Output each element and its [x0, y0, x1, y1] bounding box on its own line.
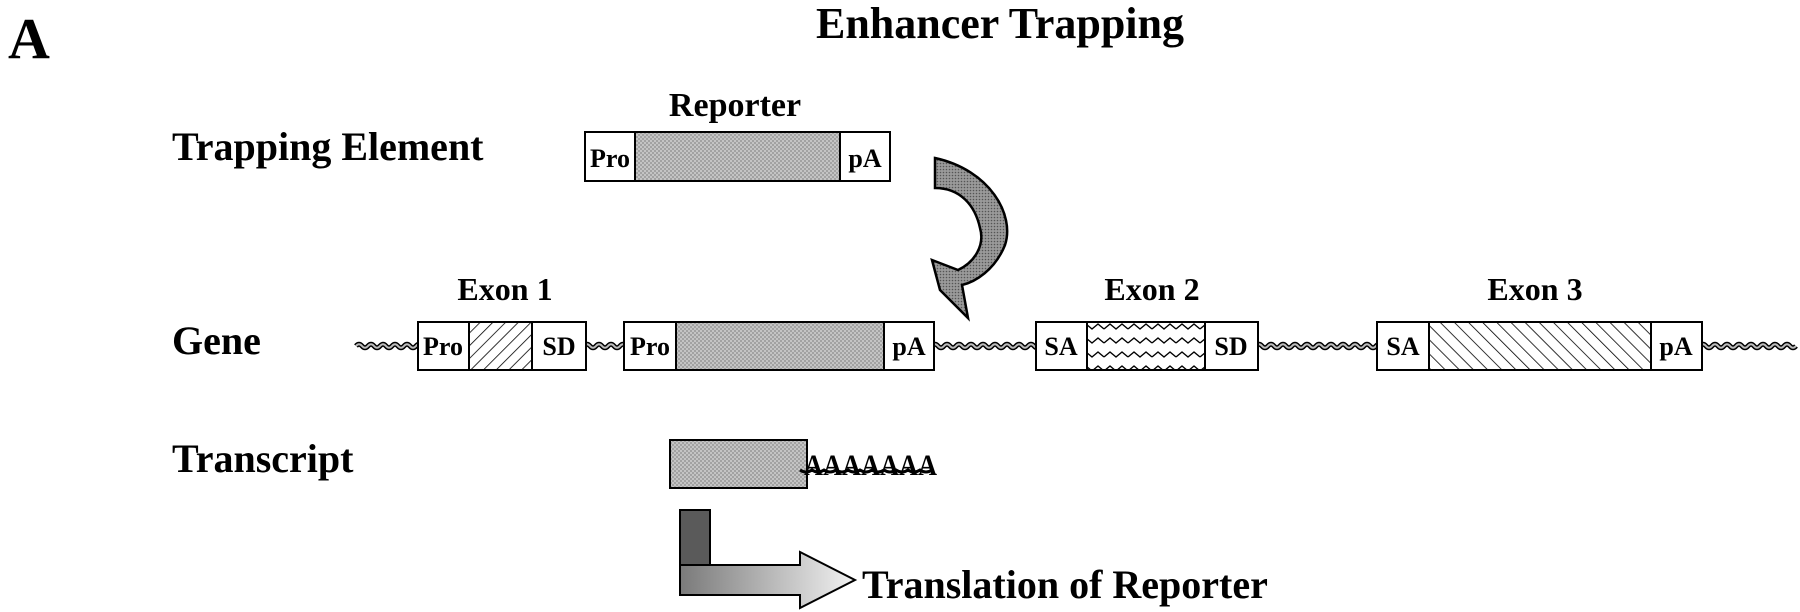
- exon-2: Exon 2 SA SD: [1035, 271, 1259, 371]
- row-label-trapping-element: Trapping Element: [172, 124, 484, 169]
- figure-title: Enhancer Trapping: [816, 0, 1184, 48]
- transcript-reporter-box: [669, 439, 808, 489]
- exon-1-splice-donor-label: SD: [542, 332, 575, 361]
- exon-1-promoter-box: [417, 321, 470, 371]
- insert-reporter-box: [675, 321, 885, 371]
- insertion-curved-arrow: [930, 156, 1009, 322]
- trapping-element-construct: Reporter Pro pA: [584, 87, 891, 182]
- exon-2-label: Exon 2: [1104, 271, 1199, 307]
- exon-2-splice-acceptor-label: SA: [1044, 332, 1077, 361]
- panel-letter: A: [8, 6, 50, 71]
- polya-tail-label: AAAAAAA: [804, 449, 937, 482]
- exon-3-splice-acceptor-label: SA: [1386, 332, 1419, 361]
- translation-arrow-stem: [679, 509, 711, 566]
- exon-2-splice-acceptor-box: [1035, 321, 1088, 371]
- exon-1: Exon 1 Pro SD: [417, 271, 587, 371]
- translation-arrow-head: [679, 550, 858, 610]
- exon-3: Exon 3 SA pA: [1376, 271, 1703, 371]
- translation-arrow: Translation of Reporter: [679, 509, 1268, 610]
- exon-2-splice-donor-label: SD: [1214, 332, 1247, 361]
- insert-polya-box: [883, 321, 935, 371]
- exon-1-promoter-label: Pro: [423, 332, 463, 361]
- exon-3-coding-box: [1428, 321, 1652, 371]
- exon-3-polya-label: pA: [1659, 332, 1692, 361]
- translation-label: Translation of Reporter: [862, 562, 1268, 607]
- insert-polya-label: pA: [892, 332, 925, 361]
- row-label-transcript: Transcript: [172, 436, 354, 481]
- trapping-polya-box: [839, 131, 891, 182]
- reporter-label: Reporter: [669, 87, 801, 124]
- exon-1-splice-donor-box: [531, 321, 587, 371]
- insert-promoter-label: Pro: [630, 332, 670, 361]
- row-label-gene: Gene: [172, 318, 261, 363]
- trapping-promoter-box: [584, 131, 636, 182]
- trapping-polya-label: pA: [848, 144, 881, 173]
- transcript: AAAAAAA: [669, 439, 937, 489]
- exon-1-label: Exon 1: [457, 271, 552, 307]
- exon-2-coding-box: [1086, 321, 1206, 371]
- transcript-tail-line: [799, 468, 933, 474]
- exon-3-splice-acceptor-box: [1376, 321, 1430, 371]
- exon-2-splice-donor-box: [1204, 321, 1259, 371]
- inserted-trap: Pro pA: [623, 321, 935, 371]
- trapping-promoter-label: Pro: [590, 144, 630, 173]
- exon-3-label: Exon 3: [1487, 271, 1582, 307]
- exon-1-coding-box: [468, 321, 533, 371]
- trapping-reporter-box: [634, 131, 841, 182]
- exon-3-polya-box: [1650, 321, 1703, 371]
